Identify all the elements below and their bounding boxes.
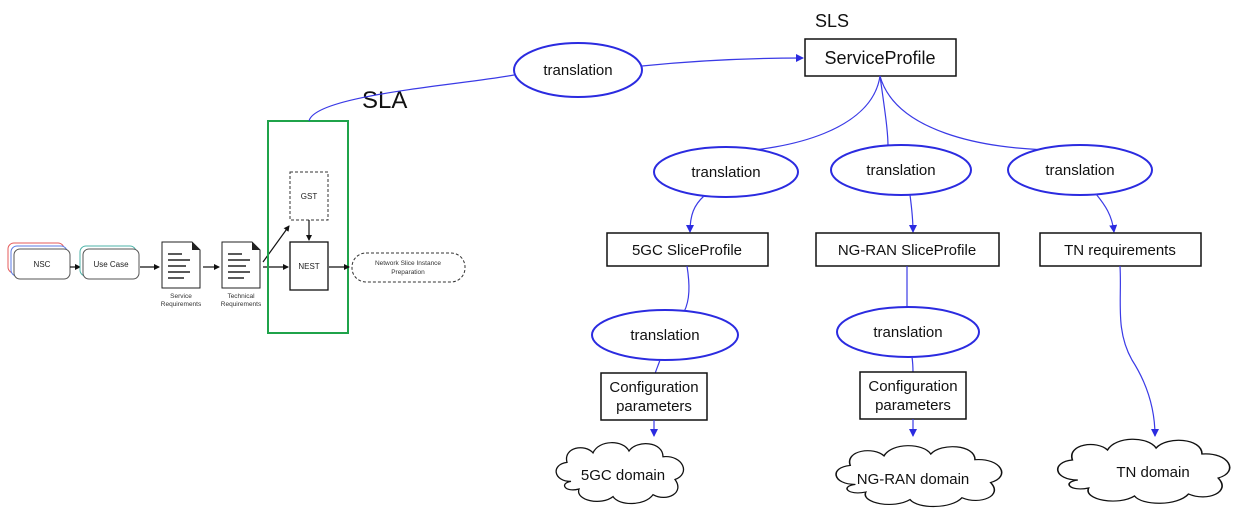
serviceprofile-to-5gc-link xyxy=(724,75,881,153)
domain-5gc-label: 5GC domain xyxy=(581,467,665,484)
sla-to-translation-link xyxy=(308,74,515,122)
config-params-5gc-box xyxy=(600,372,708,421)
service-requirements-label-2: Requirements xyxy=(161,301,202,308)
service-requirements-label-1: Service xyxy=(170,293,192,300)
technical-requirements-document-icon xyxy=(221,241,261,289)
serviceprofile-box xyxy=(804,38,957,77)
translation-ellipse-ngran-config xyxy=(836,306,980,358)
translation-label-tn: translation xyxy=(1045,162,1114,179)
translation-to-ngran-config-link xyxy=(911,356,914,374)
tn-req-to-domain-arrow xyxy=(1119,265,1159,437)
translation-ellipse-top xyxy=(513,42,643,98)
left-flow: NSC Use Case Service Requirements xyxy=(7,120,466,334)
config-params-ngran-box xyxy=(859,371,967,420)
domain-tn-label: TN domain xyxy=(1116,464,1189,481)
domain-tn-cloud: TN domain xyxy=(1056,438,1231,505)
gst-box xyxy=(289,171,329,221)
technical-requirements-label-2: Requirements xyxy=(221,301,262,308)
config-params-ngran-label-1: Configuration xyxy=(868,378,957,395)
service-requirements-document-icon xyxy=(161,241,201,289)
technical-to-gst-arrow xyxy=(262,225,290,263)
config-params-ngran-label-2: parameters xyxy=(875,397,951,414)
translation-label-ngran: translation xyxy=(866,162,935,179)
domain-ngran-cloud: NG-RAN domain xyxy=(835,444,1003,508)
nsc-node: NSC xyxy=(7,242,71,280)
slice-profile-5gc-box xyxy=(606,232,769,267)
translation-ellipse-ngran xyxy=(830,144,972,196)
translation-ellipse-5gc xyxy=(653,146,799,198)
5gc-slice-to-translation-link xyxy=(683,265,690,313)
translation-to-tn-req-arrow xyxy=(1095,193,1118,233)
config-params-5gc-label-2: parameters xyxy=(616,398,692,415)
translation-label-top: translation xyxy=(543,62,612,79)
translation-to-ngran-slice-arrow xyxy=(908,194,917,233)
preparation-label-2: Preparation xyxy=(391,269,425,276)
use-case-node: Use Case xyxy=(79,245,140,280)
nest-box xyxy=(289,241,329,291)
translation-label-5gc: translation xyxy=(691,164,760,181)
preparation-label-1: Network Slice Instance xyxy=(375,260,441,267)
translation-label-ngran-config: translation xyxy=(873,324,942,341)
sls-label: SLS xyxy=(815,11,849,31)
translation-label-5gc-config: translation xyxy=(630,327,699,344)
slice-profile-5gc-label: 5GC SliceProfile xyxy=(632,242,742,259)
preparation-box xyxy=(351,252,466,283)
sla-frame xyxy=(267,120,349,334)
serviceprofile-to-ngran-link xyxy=(879,75,889,147)
serviceprofile-to-tn-link xyxy=(879,75,1061,151)
slice-profile-ngran-label: NG-RAN SliceProfile xyxy=(838,242,976,259)
nest-label: NEST xyxy=(298,262,319,271)
technical-requirements-label-1: Technical xyxy=(227,293,255,300)
tn-requirements-label: TN requirements xyxy=(1064,242,1176,259)
translation-ellipse-5gc-config xyxy=(591,309,739,361)
use-case-label: Use Case xyxy=(93,260,129,269)
domain-ngran-label: NG-RAN domain xyxy=(857,471,970,488)
translation-to-5gc-config-link xyxy=(654,359,661,375)
domain-5gc-cloud: 5GC domain xyxy=(555,442,685,505)
gst-label: GST xyxy=(301,192,318,201)
serviceprofile-label: ServiceProfile xyxy=(824,48,935,68)
translation-to-serviceprofile-arrow xyxy=(641,54,804,67)
translation-ellipse-tn xyxy=(1007,144,1153,196)
nsc-label: NSC xyxy=(34,260,51,269)
translation-to-5gc-slice-arrow xyxy=(686,195,705,233)
config-params-5gc-label-1: Configuration xyxy=(609,379,698,396)
